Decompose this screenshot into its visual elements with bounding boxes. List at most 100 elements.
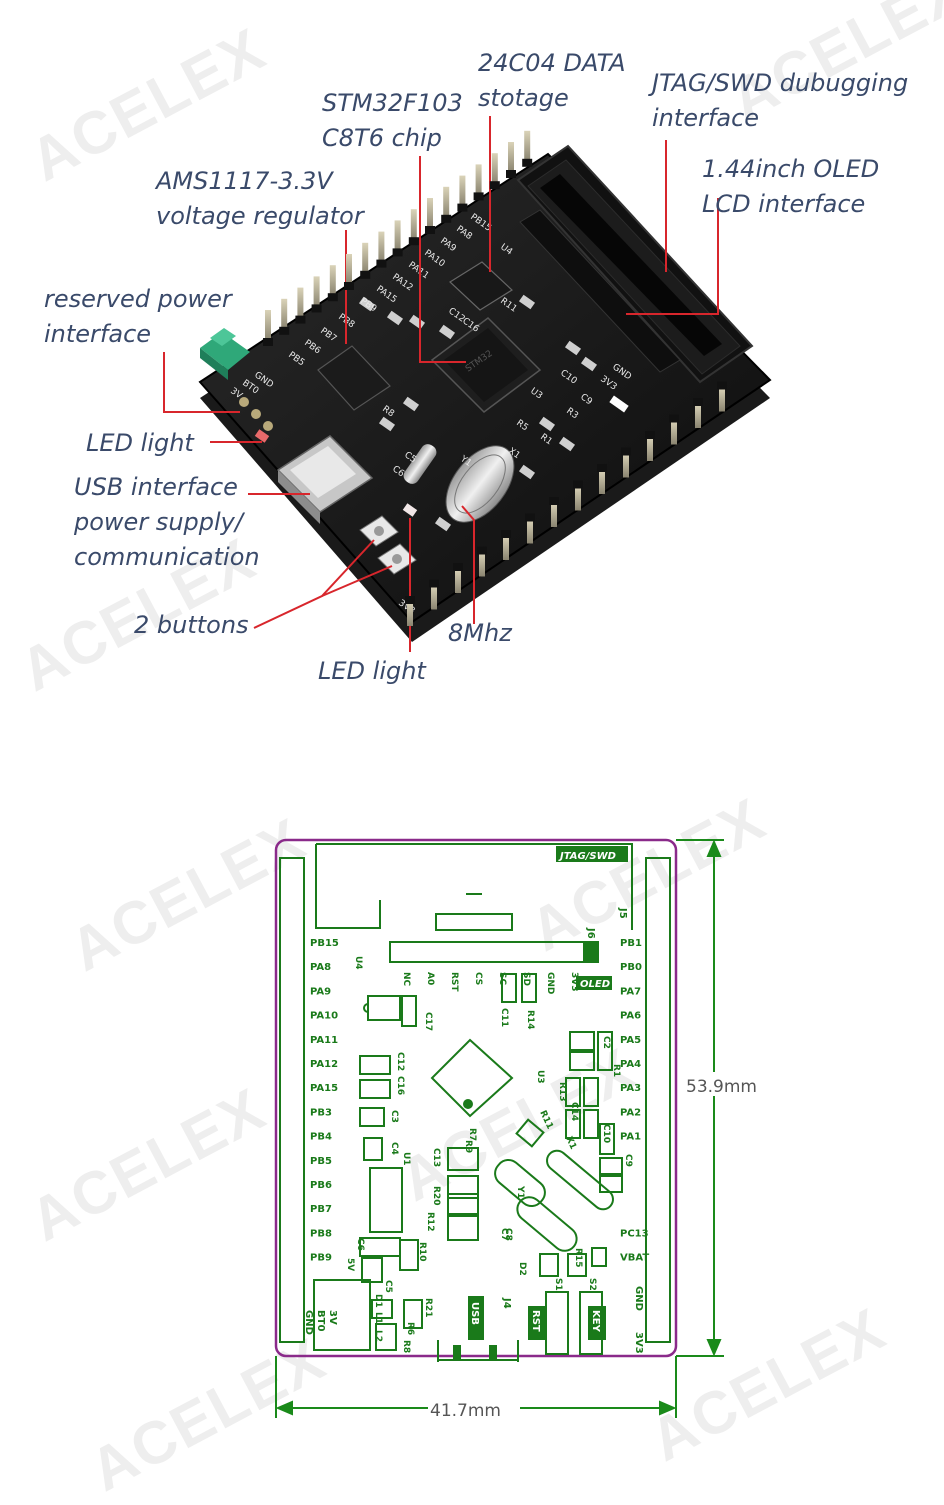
header-pin	[295, 287, 306, 324]
header-pin	[408, 209, 419, 246]
part-label: S2	[587, 1278, 597, 1291]
header-pin	[669, 414, 679, 445]
part-label: C7	[499, 1228, 509, 1241]
dimension-width: 41.7mm	[430, 1401, 501, 1421]
smd-components	[358, 294, 629, 532]
part-label: R7	[467, 1128, 477, 1141]
part-label: C10	[601, 1124, 611, 1143]
pin-label: PA8	[310, 962, 331, 973]
part-label: C12	[395, 1052, 405, 1071]
header-hole	[239, 397, 249, 407]
part-label: C14	[569, 1102, 579, 1121]
part-label: C5	[383, 1280, 393, 1293]
part-label: L2	[373, 1330, 383, 1342]
board-outline	[274, 838, 678, 1358]
part-label: S1	[553, 1278, 563, 1291]
annotation-mcu: STM32F103 C8T6 chip	[322, 89, 463, 152]
pin-label: PA15	[310, 1083, 338, 1094]
pin-label: PA5	[620, 1035, 641, 1046]
header-pin	[549, 497, 559, 527]
part-label: R11	[537, 1109, 554, 1131]
pin-label: PB15	[310, 938, 339, 949]
annotation-eeprom: 24C04 DATA stotage	[478, 49, 626, 112]
eeprom-chip	[449, 261, 513, 311]
dimension-lines	[275, 839, 724, 1418]
part-label: C6	[355, 1238, 365, 1251]
header-pin	[392, 220, 403, 257]
pin-label: PA1	[620, 1132, 641, 1143]
header-strips	[279, 843, 671, 1362]
header-pin	[501, 530, 511, 560]
header-pin	[506, 142, 516, 178]
usb-label-bg	[468, 1296, 484, 1340]
pin-label: PA6	[620, 1011, 641, 1022]
part-label: R1	[611, 1064, 621, 1077]
pin-label: PB5	[310, 1156, 332, 1167]
pin-label: GND	[303, 1310, 314, 1335]
pin-label: SD	[521, 972, 531, 986]
header-pin	[263, 310, 273, 346]
pin-label: BT0	[315, 1310, 326, 1331]
header-pin	[327, 265, 338, 302]
pin-row-bottom	[405, 381, 727, 626]
pin-label: PA3	[620, 1083, 641, 1094]
left-pin-labels: PB15PA8PA9PA10PA11PA12PA15PB3PB4PB5PB6PB…	[310, 938, 339, 1264]
dim-label-bg	[684, 1072, 772, 1096]
pin-label: RST	[449, 972, 459, 992]
part-label: D2	[517, 1262, 527, 1276]
header-pin	[405, 596, 415, 626]
header-hole	[251, 409, 261, 419]
part-label: Y1	[515, 1185, 525, 1199]
buttons	[359, 515, 417, 575]
header-pin	[453, 563, 463, 593]
part-label: R10	[417, 1242, 427, 1261]
part-label: C3	[389, 1110, 399, 1123]
part-label: U1	[401, 1152, 411, 1166]
header-pin	[376, 231, 387, 268]
pin-label: 3V	[327, 1310, 338, 1325]
svg-text:J4: J4	[501, 1297, 512, 1309]
pin-label: PB6	[310, 1180, 332, 1191]
header-pin	[360, 242, 371, 279]
svg-text:J6: J6	[585, 927, 596, 939]
pin-label: PA11	[310, 1035, 338, 1046]
part-label: C4	[389, 1142, 399, 1155]
pin-label: PB9	[310, 1253, 332, 1264]
pin-label: 3V3	[633, 1332, 644, 1354]
header-pin	[525, 513, 535, 544]
part-label: R20	[431, 1186, 441, 1205]
dim-label-bg	[428, 1396, 520, 1420]
annotation-regulator: AMS1117-3.3V voltage regulator	[156, 167, 364, 230]
board-photo: STM32	[0, 0, 944, 720]
key-label: KEY	[590, 1310, 601, 1333]
part-label: R13	[557, 1082, 567, 1101]
pin-label: PB3	[310, 1107, 332, 1118]
pin-label: PA12	[310, 1059, 338, 1070]
pin-label: PA9	[310, 986, 331, 997]
jtag-label: JTAG/SWD	[558, 851, 616, 862]
header-pin	[457, 175, 468, 212]
part-label: R9	[463, 1140, 473, 1153]
part-label: U3	[535, 1070, 545, 1084]
header-pin	[621, 447, 631, 478]
part-label: C16	[395, 1076, 405, 1095]
part-label: L1	[373, 1312, 383, 1324]
drawing-labels: J5 J6 J4	[501, 907, 628, 1309]
header-hole	[263, 421, 273, 431]
part-label: 5V	[345, 1258, 355, 1271]
header-pin	[522, 130, 533, 167]
power-jumper	[200, 328, 250, 380]
annotation-jtag: JTAG/SWD dubugging interface	[652, 69, 909, 132]
header-pin	[597, 464, 607, 494]
header-pin	[477, 546, 487, 577]
part-label: R15	[573, 1248, 583, 1267]
pin-label: PB1	[620, 938, 642, 949]
oled-header	[519, 209, 681, 373]
annotation-power: reserved power interface	[44, 285, 232, 348]
part-label: U4	[353, 956, 363, 970]
part-label: D1	[373, 1294, 383, 1308]
part-label: R14	[525, 1010, 535, 1029]
rst-label-bg	[528, 1306, 546, 1340]
